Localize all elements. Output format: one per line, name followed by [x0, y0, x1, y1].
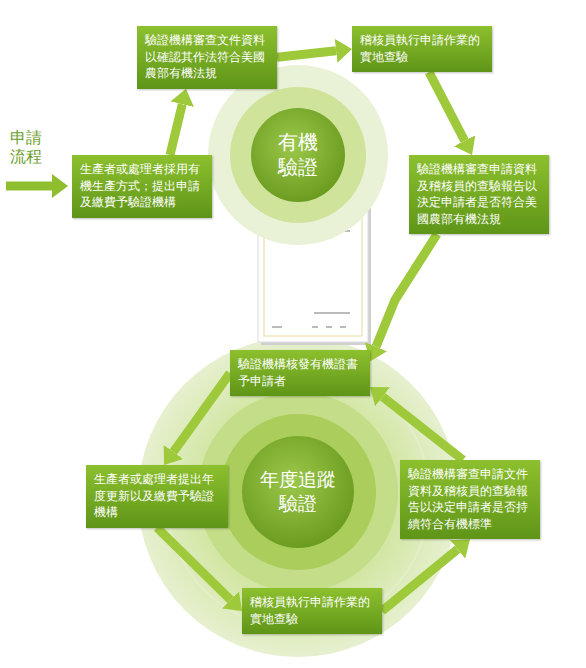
circle-ring: [242, 436, 354, 548]
flow-arrow: [382, 549, 458, 611]
process-box: 驗證機構審查申請文件資料及稽核員的查驗報告以決定申請者是否持續符合有機標準: [400, 460, 540, 539]
flow-arrow: [429, 72, 465, 141]
flow-arrow: [170, 104, 182, 155]
stage-title: 年度追蹤驗證: [257, 468, 339, 516]
step-text: 生產者或處理者採用有機生產方式；提出申請及繳費予驗證機構: [80, 161, 204, 211]
flow-arrow: [383, 397, 463, 460]
step-text: 驗證機構審查申請資料及稽核員的查驗報告以決定申請者是否符合美國農部有機法規: [417, 161, 541, 227]
circle-ring: [251, 108, 345, 202]
step-text: 生產者或處理者提出年度更新以及繳費予驗證機構: [94, 471, 220, 521]
step-text: 驗證機構審查文件資料以確認其作法符合美國農部有機法規: [145, 32, 269, 82]
process-box: 稽核員執行申請作業的實地查驗: [242, 588, 382, 634]
start-arrow: [6, 182, 52, 191]
process-box: 驗證機構審查申請資料及稽核員的查驗報告以決定申請者是否符合美國農部有機法規: [409, 155, 549, 234]
step-text: 稽核員執行申請作業的實地查驗: [360, 32, 484, 65]
process-box: 驗證機構審查文件資料以確認其作法符合美國農部有機法規: [137, 26, 277, 89]
circle-ring: [230, 87, 366, 223]
process-box: 驗證機構核發有機證書予申請者: [230, 350, 370, 396]
stage-circle: 有機驗證: [208, 65, 388, 245]
circle-ring: [220, 414, 376, 570]
flow-arrow: [277, 51, 336, 58]
process-box: 生產者或處理者採用有機生產方式；提出申請及繳費予驗證機構: [72, 155, 212, 218]
flow-arrow: [376, 234, 437, 347]
step-text: 驗證機構審查申請文件資料及稽核員的查驗報告以決定申請者是否持續符合有機標準: [408, 466, 532, 532]
stage-circle: 年度追蹤驗證: [198, 392, 398, 592]
process-box: 生產者或處理者提出年度更新以及繳費予驗證機構: [86, 465, 228, 528]
step-text: 稽核員執行申請作業的實地查驗: [250, 594, 374, 627]
flow-label: 申請流程: [10, 128, 44, 166]
circle-ring: [198, 392, 398, 592]
step-text: 驗證機構核發有機證書予申請者: [238, 356, 362, 389]
circle-ring: [208, 65, 388, 245]
stage-title: 有機驗證: [275, 130, 321, 180]
process-box: 稽核員執行申請作業的實地查驗: [352, 26, 492, 72]
